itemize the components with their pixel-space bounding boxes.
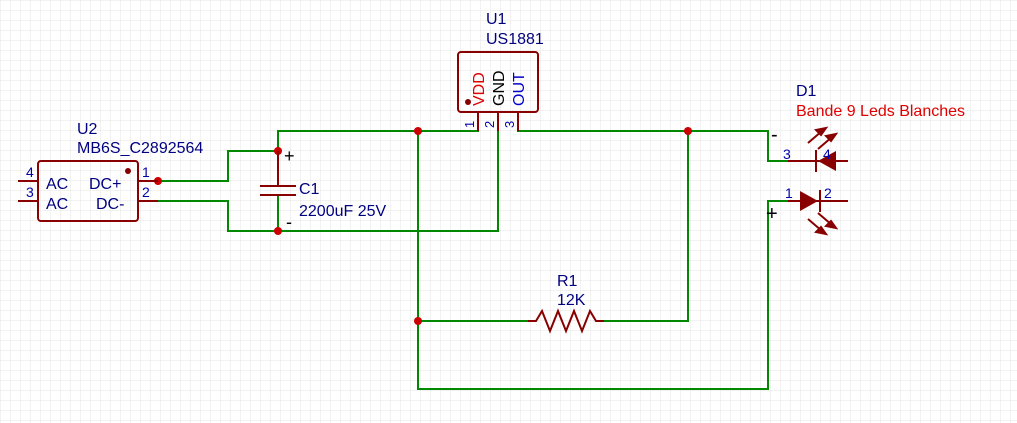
r1-value: 12K xyxy=(557,292,586,309)
c1-plus-sign: + xyxy=(284,146,295,166)
u1-designator: U1 xyxy=(486,11,507,28)
c1-value: 2200uF 25V xyxy=(299,203,387,220)
d1-minus-sign: - xyxy=(771,124,778,146)
d1-led-bottom xyxy=(800,191,818,211)
junction-dot xyxy=(414,127,422,135)
d1-designator: D1 xyxy=(796,83,817,100)
u1-pin1-number: 1 xyxy=(462,121,477,128)
u2-pin3-name: AC xyxy=(46,196,68,213)
u2-pin3-number: 3 xyxy=(26,184,34,200)
component-d1[interactable]: D1 Bande 9 Leds Blanches - + 3 4 1 xyxy=(766,83,965,236)
d1-plus-sign: + xyxy=(766,203,778,225)
u1-value: US1881 xyxy=(486,31,544,48)
u1-pin-name-gnd: GND xyxy=(491,70,508,106)
u2-pin2-name: DC- xyxy=(96,196,124,213)
r1-zigzag xyxy=(528,308,604,334)
u1-pin-name-out: OUT xyxy=(511,72,528,106)
u2-pin1-number: 1 xyxy=(142,164,150,180)
d1-pin4-number: 4 xyxy=(823,146,831,162)
r1-designator: R1 xyxy=(557,273,578,290)
d1-pin3-number: 3 xyxy=(783,146,791,162)
u2-body xyxy=(37,160,139,222)
u1-pin3-number: 3 xyxy=(502,121,517,128)
wire-left-vertical[interactable] xyxy=(417,131,788,390)
c1-minus-sign: - xyxy=(286,212,292,232)
d1-value: Bande 9 Leds Blanches xyxy=(796,103,965,120)
c1-designator: C1 xyxy=(299,181,320,198)
u2-pin1-name: DC+ xyxy=(89,176,121,193)
d1-emission-arrows-top xyxy=(807,126,839,150)
component-u2[interactable]: U2 MB6S_C2892564 4 3 1 2 AC AC DC+ DC- xyxy=(18,121,203,222)
u2-value: MB6S_C2892564 xyxy=(77,140,203,157)
d1-pin1-number: 1 xyxy=(785,185,793,201)
u2-pin4-number: 4 xyxy=(26,164,34,180)
junction-dot xyxy=(684,127,692,135)
d1-emission-arrows-bottom xyxy=(807,212,839,236)
junction-dot xyxy=(414,317,422,325)
d1-pin2-number: 2 xyxy=(824,185,832,201)
u1-pin1-marker xyxy=(465,99,471,105)
wire-resistor-right[interactable] xyxy=(604,131,689,322)
u2-designator: U2 xyxy=(77,121,98,138)
junction-dot xyxy=(274,227,282,235)
u2-pin4-name: AC xyxy=(46,176,68,193)
d1-led-top xyxy=(818,151,836,171)
u1-pin2-number: 2 xyxy=(482,121,497,128)
component-r1[interactable]: R1 12K xyxy=(528,273,604,334)
component-c1[interactable]: + - C1 2200uF 25V xyxy=(260,146,387,232)
wire-bridge-dcplus[interactable] xyxy=(155,150,278,182)
u1-pin-name-vdd: VDD xyxy=(471,72,488,106)
u2-pin1-marker xyxy=(125,168,131,174)
component-u1[interactable]: U1 US1881 1 2 3 VDD GND OUT xyxy=(457,11,544,131)
u2-pin2-number: 2 xyxy=(142,184,150,200)
wire-bridge-dcminus[interactable] xyxy=(155,122,499,232)
